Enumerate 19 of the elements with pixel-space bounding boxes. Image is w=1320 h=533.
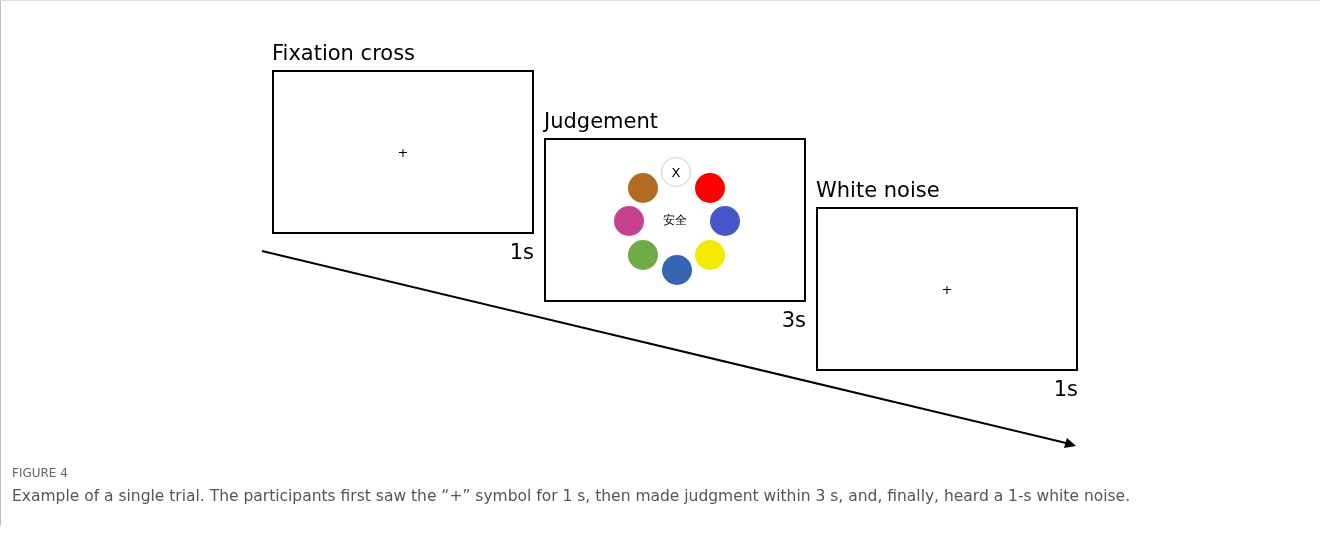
screen-title: Judgement [544, 111, 658, 132]
caption: Example of a single trial. The participants first saw the “+” symbol for 1 s, then made judgment within 3 s, and, finally, heard a 1-s white noise. [12, 487, 1132, 505]
duration-label: 1s [509, 242, 534, 263]
duration-label: 1s [1053, 379, 1078, 400]
color-circle [710, 206, 740, 236]
center-text: 安全 [663, 214, 687, 226]
color-circle [628, 173, 658, 203]
color-circle [662, 255, 692, 285]
center-text: + [397, 145, 409, 159]
color-circle [695, 240, 725, 270]
figure-number: FIGURE 4 [12, 466, 68, 480]
color-circle [628, 240, 658, 270]
center-text: + [941, 282, 953, 296]
screen-title: White noise [816, 180, 940, 201]
screen-title: Fixation cross [272, 43, 416, 64]
letter-circle: X [661, 157, 691, 187]
duration-label: 3s [781, 310, 806, 331]
color-circle [695, 173, 725, 203]
color-circle [614, 206, 644, 236]
